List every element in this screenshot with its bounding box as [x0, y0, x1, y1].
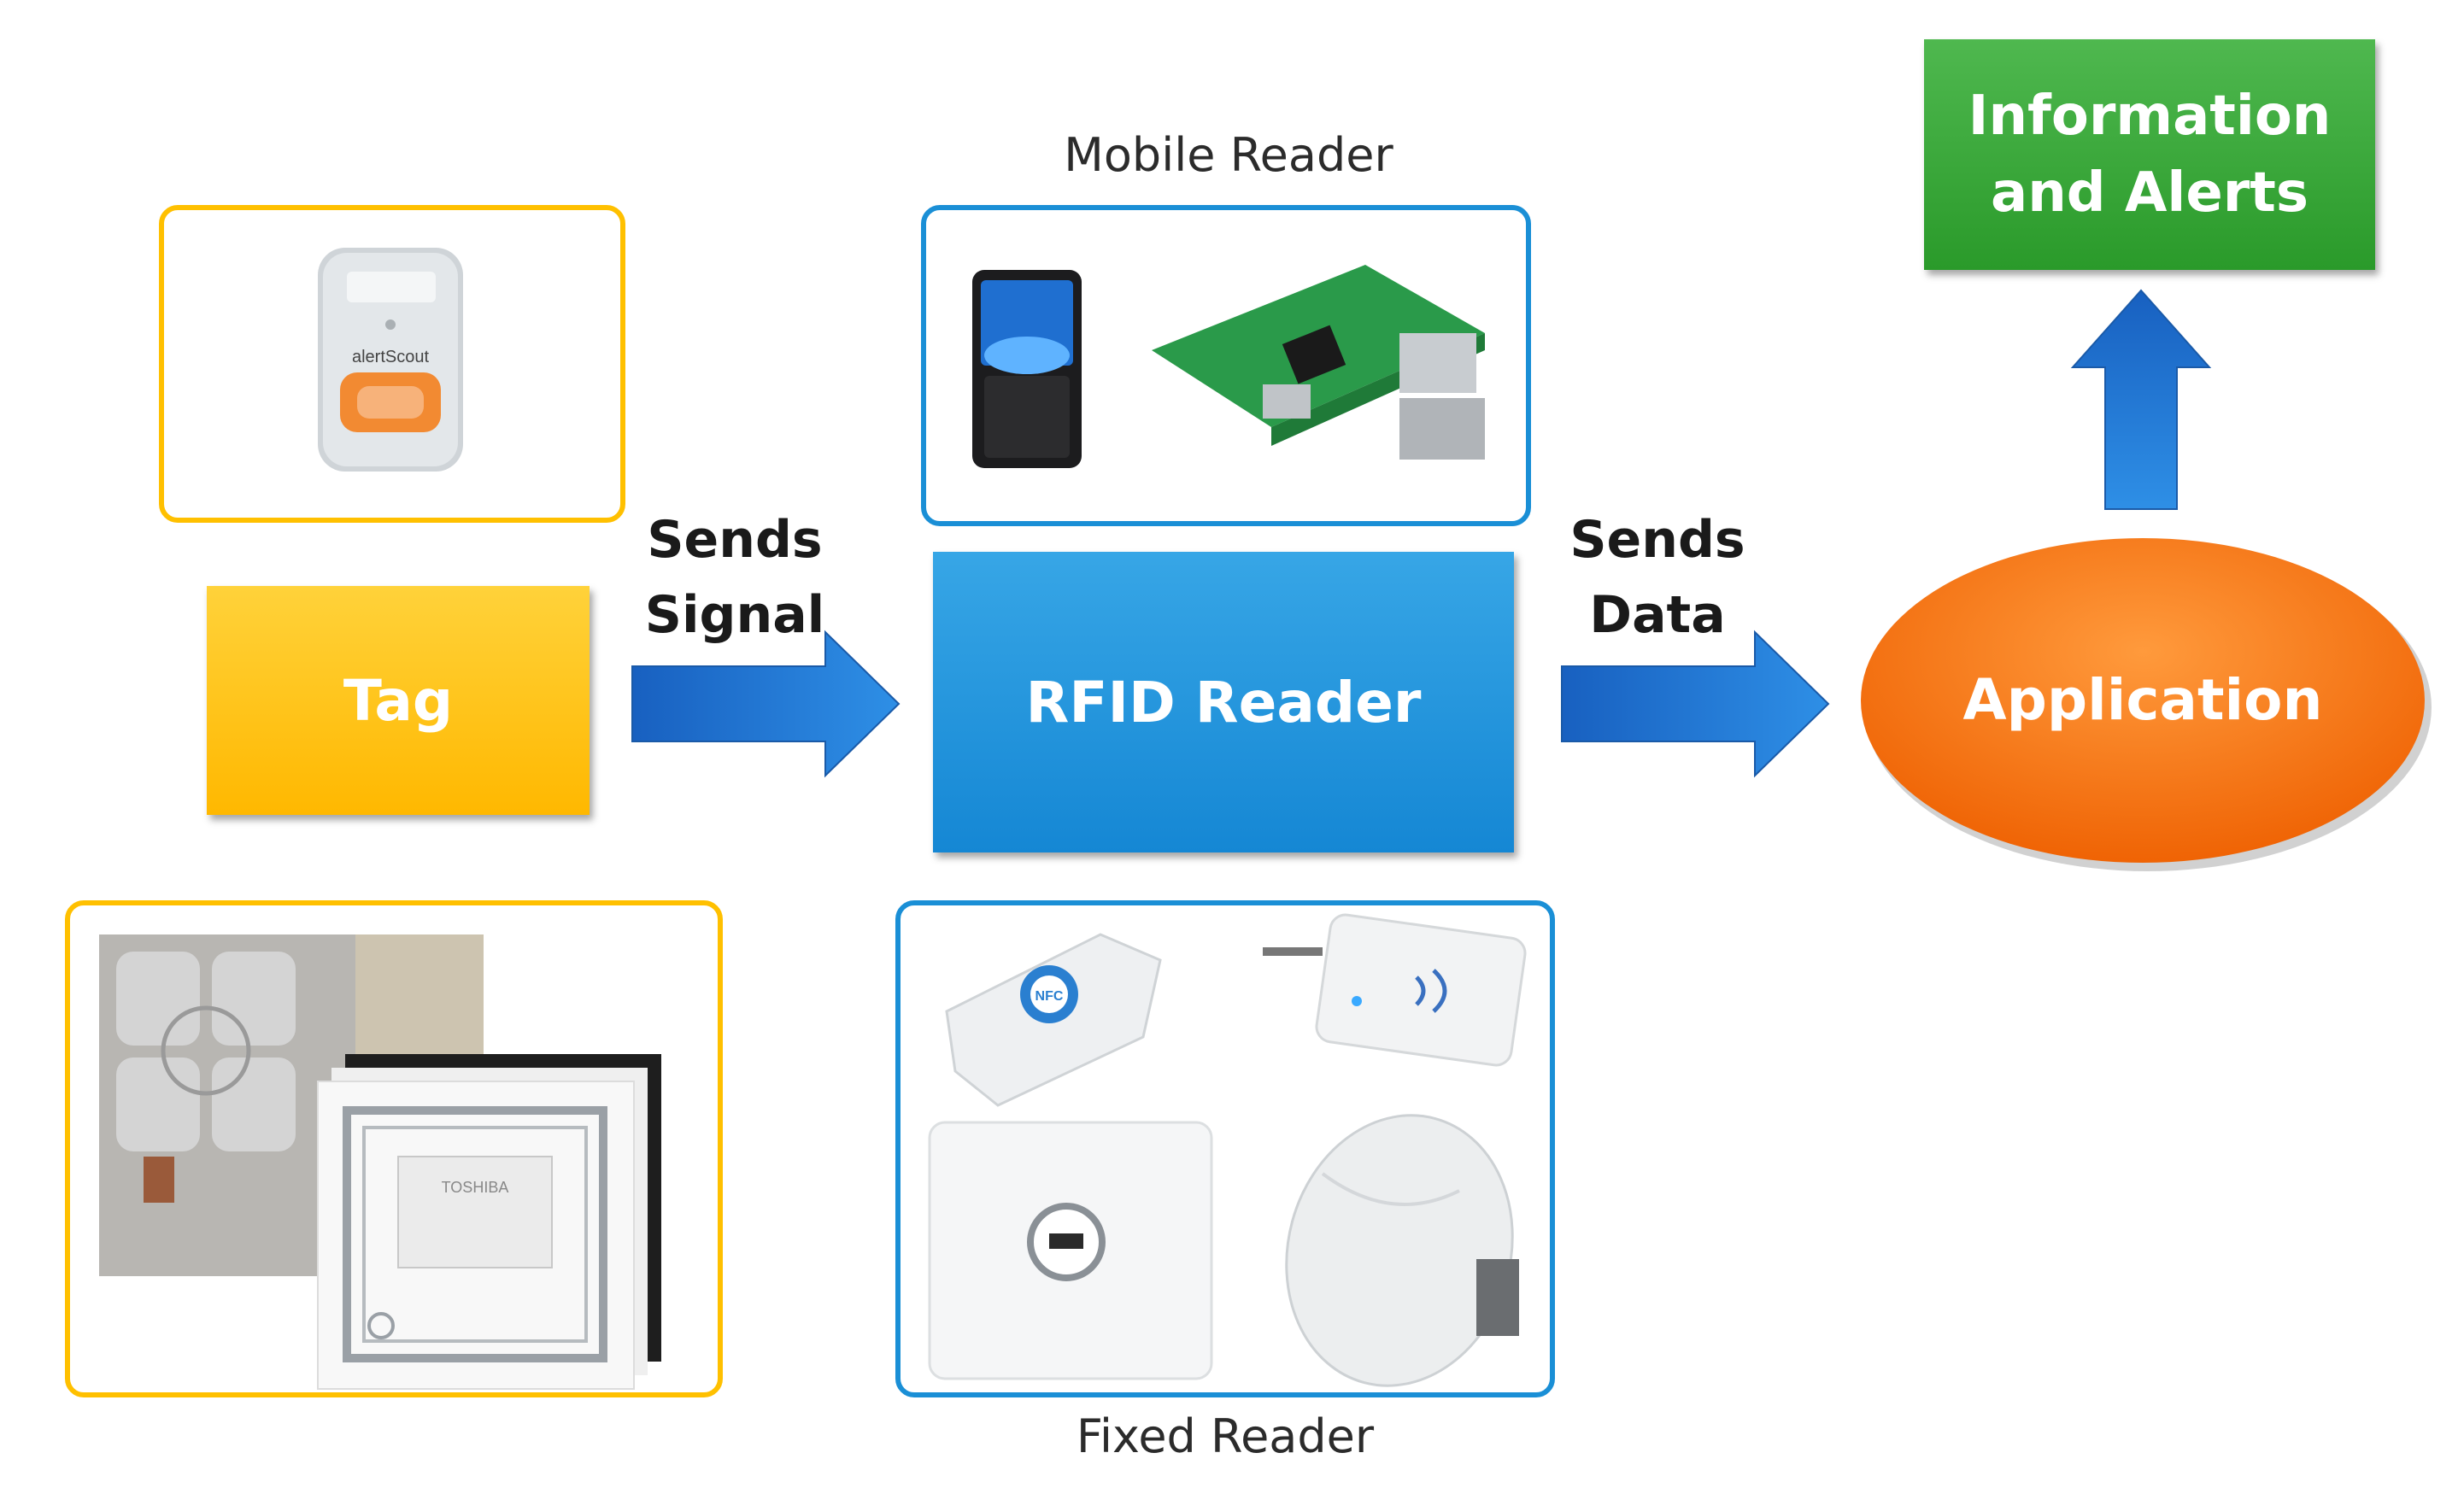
sends-signal-line2: Signal — [644, 585, 825, 645]
passive-tags-frame: TOSHIBA — [65, 900, 723, 1397]
nfc-text: NFC — [1035, 989, 1064, 1004]
application-label: Application — [1962, 666, 2323, 733]
toshiba-text: TOSHIBA — [442, 1179, 509, 1196]
arrow-reader-to-application — [1561, 630, 1830, 778]
fixed-readers-image: NFC — [928, 913, 1527, 1387]
fixed-reader-caption: Fixed Reader — [1076, 1409, 1375, 1463]
mobile-devices-image — [972, 265, 1485, 468]
tag-block: Tag — [207, 586, 590, 815]
arrow-application-to-info — [2070, 289, 2212, 510]
rfid-reader-block: RFID Reader — [933, 552, 1514, 852]
badge-brand-text: alertScout — [352, 348, 429, 366]
sends-signal-line1: Sends — [647, 510, 823, 570]
info-line1: Information — [1968, 85, 2332, 148]
active-tag-frame: alertScout — [159, 205, 625, 523]
fixed-reader-frame: NFC — [895, 900, 1555, 1397]
application-ellipse — [1861, 538, 2432, 871]
sends-data-label: Sends Data — [1555, 502, 1760, 653]
information-alerts-block: Information and Alerts — [1924, 39, 2375, 270]
info-line2: and Alerts — [1991, 161, 2309, 225]
sends-data-line1: Sends — [1569, 510, 1745, 570]
mobile-reader-caption: Mobile Reader — [1064, 128, 1393, 182]
mobile-reader-frame — [921, 205, 1531, 526]
rfid-reader-label: RFID Reader — [1025, 669, 1422, 735]
sends-signal-label: Sends Signal — [632, 502, 837, 653]
label-tags-image: TOSHIBA — [99, 934, 661, 1390]
sends-data-line2: Data — [1589, 585, 1726, 645]
arrow-tag-to-reader — [631, 630, 901, 778]
application-text-wrap: Application — [1861, 533, 2425, 866]
tag-label: Tag — [343, 667, 454, 734]
badge-tag-image: alertScout — [318, 248, 463, 472]
